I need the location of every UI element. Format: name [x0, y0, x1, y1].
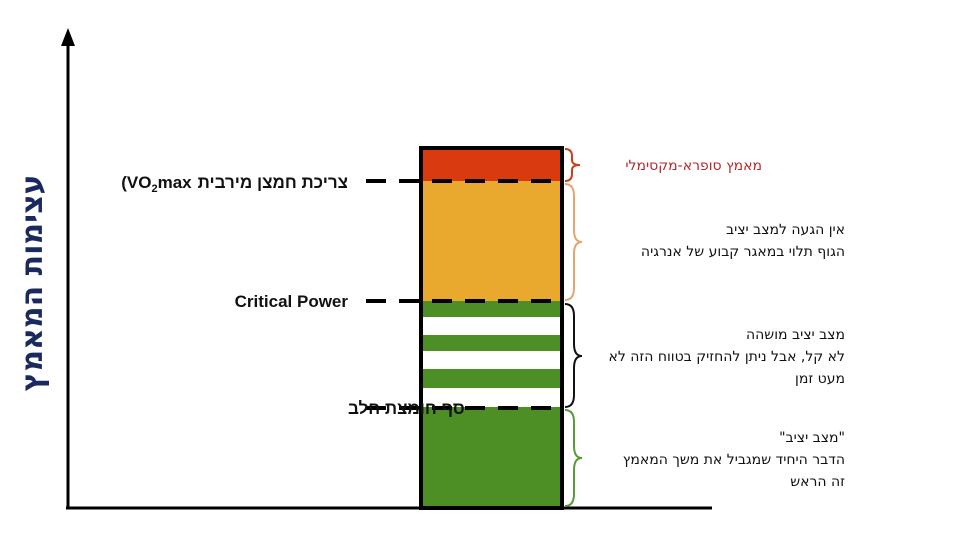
- zone-moderate-description-line: הדבר היחיד שמגביל את משך המאמץ: [623, 452, 845, 468]
- brace-moderate: [564, 409, 583, 507]
- zone-heavy-description-line: מצב יציב מושהה: [746, 327, 845, 343]
- zone-supra-maximal: [421, 148, 562, 181]
- zone-heavy-description-line: מעט זמן: [795, 371, 845, 387]
- zone-supra-maximal-description: מאמץ סופרא-מקסימלי: [625, 158, 762, 174]
- zone-moderate: [421, 408, 562, 508]
- zone-heavy-description-line: לא קל, אבל ניתן להחזיק בטווח הזה לא: [608, 349, 845, 365]
- y-axis-label: עצימות המאמץ: [15, 174, 50, 391]
- bar-outline: [419, 146, 564, 510]
- zone-moderate-description-line: "מצב יציב": [779, 430, 845, 446]
- zone-moderate-description-line: זה הראש: [790, 474, 845, 490]
- brace-severe: [564, 183, 583, 301]
- brace-supra-maximal: [564, 148, 581, 182]
- zone-severe: [421, 181, 562, 301]
- stripe: [421, 351, 562, 369]
- zone-severe-description-line: הגוף תלוי במאגר קבוע של אנרגיה: [641, 244, 845, 260]
- zone-severe-description-line: אין הגעה למצב יציב: [726, 222, 845, 238]
- lactate-threshold-label: סף חומצת חלב: [348, 399, 465, 418]
- brace-heavy: [564, 303, 583, 408]
- stripe: [421, 317, 562, 335]
- zone-heavy: [421, 301, 562, 408]
- critical-power-label: Critical Power: [235, 292, 349, 311]
- stripe: [421, 388, 562, 407]
- y-axis-arrow-icon: [61, 28, 75, 46]
